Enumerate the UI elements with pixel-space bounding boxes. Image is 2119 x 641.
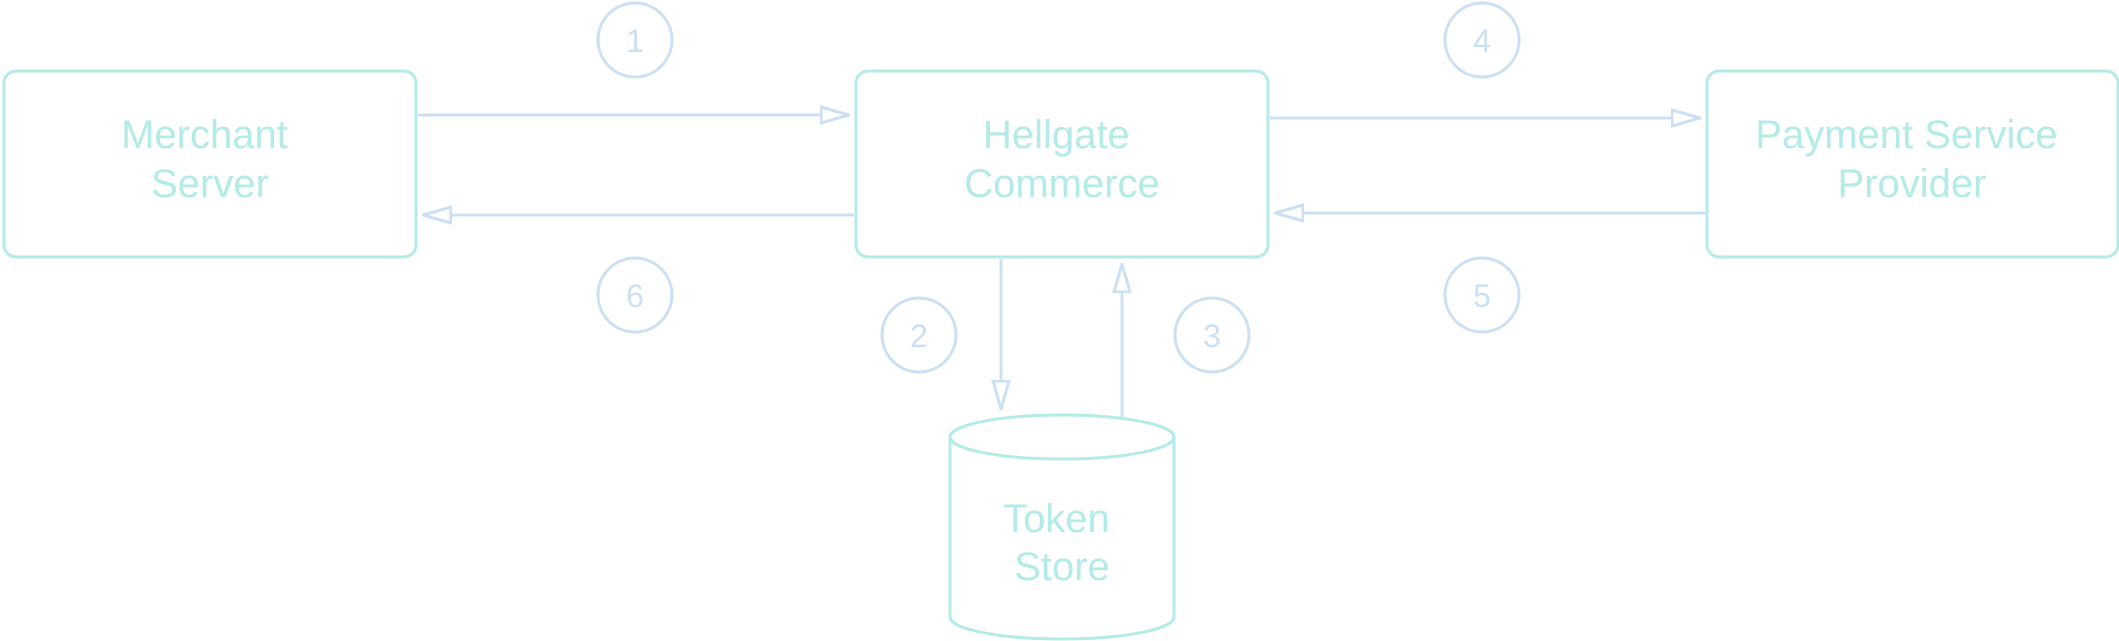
- hellgate-commerce-node: Hellgate Commerce: [854, 69, 1270, 259]
- token-store-label-line2: Store: [1014, 545, 1110, 589]
- step-number-3: 3: [1203, 318, 1221, 354]
- step-marker-3: 3: [1173, 296, 1251, 374]
- token-store-label: Token Store: [1003, 497, 1121, 589]
- step-number-2: 2: [910, 318, 928, 354]
- token-store-label-line1: Token: [1003, 497, 1110, 541]
- hellgate-commerce-label-line1: Hellgate: [983, 113, 1130, 157]
- step-marker-5: 5: [1443, 256, 1521, 334]
- merchant-server-node: Merchant Server: [2, 69, 418, 259]
- hellgate-commerce-label-line2: Commerce: [964, 162, 1160, 206]
- payment-service-provider-label-line1: Payment Service: [1755, 113, 2057, 157]
- step-marker-4: 4: [1443, 1, 1521, 79]
- step-marker-1: 1: [596, 1, 674, 79]
- step-number-4: 4: [1473, 23, 1491, 59]
- step-marker-6: 6: [596, 256, 674, 334]
- merchant-server-label-line1: Merchant: [121, 113, 288, 157]
- step-marker-2: 2: [880, 296, 958, 374]
- step-number-6: 6: [626, 278, 644, 314]
- merchant-server-label: Merchant Server: [121, 113, 299, 206]
- step-number-1: 1: [626, 23, 644, 59]
- hellgate-commerce-label: Hellgate Commerce: [964, 113, 1160, 206]
- step-number-5: 5: [1473, 278, 1491, 314]
- merchant-server-label-line2: Server: [151, 162, 269, 206]
- token-store-node: Token Store: [948, 413, 1176, 641]
- payment-service-provider-node: Payment Service Provider: [1705, 69, 2119, 259]
- payment-service-provider-label-line2: Provider: [1838, 162, 1987, 206]
- payment-service-provider-label: Payment Service Provider: [1755, 113, 2068, 206]
